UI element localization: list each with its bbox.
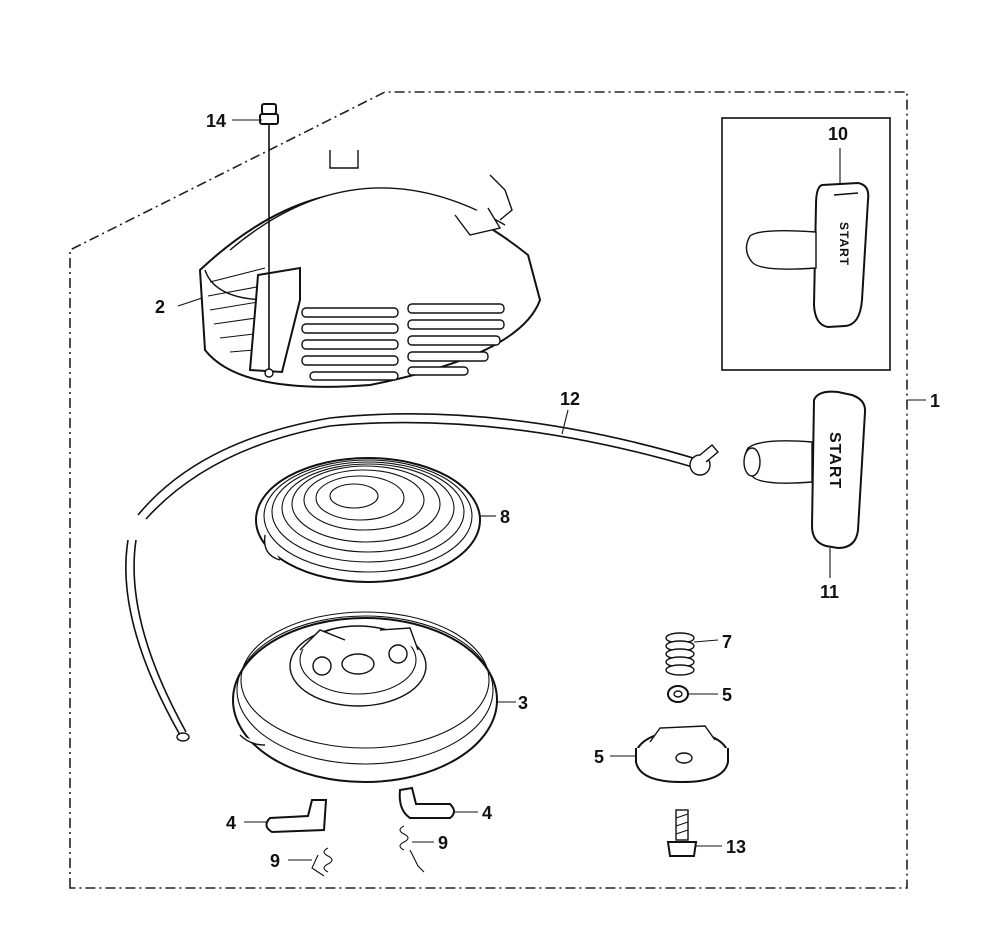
spring-part-7	[665, 632, 695, 676]
assembly-boundary	[69, 91, 908, 889]
recoil-pulley-part-3	[232, 611, 498, 783]
washer-part-5	[667, 685, 689, 703]
callout-11: 11	[820, 582, 839, 602]
callout-8: 8	[500, 507, 510, 527]
screw-part-13	[666, 809, 698, 857]
callout-4-left: 4	[226, 813, 236, 833]
callout-labels: 14 2 10 1 12 8 11 7 5 3 5 4 4 9 9 13	[155, 111, 940, 871]
inset-box	[721, 117, 891, 371]
callout-5-washer: 5	[722, 685, 732, 705]
pawl-spring-part-9-right	[399, 825, 425, 873]
cover-vents	[207, 267, 266, 353]
callout-9-left: 9	[270, 851, 280, 871]
callout-13: 13	[726, 837, 746, 857]
leader-lines	[177, 119, 926, 861]
bolt-part-14	[259, 103, 279, 378]
handle-main-text: START	[826, 432, 843, 489]
starter-rope-part-12	[125, 413, 719, 742]
start-handle-part-10: START	[745, 181, 870, 329]
recoil-housing-cover	[198, 150, 542, 388]
callout-9-right: 9	[438, 833, 448, 853]
callout-4-right: 4	[482, 803, 492, 823]
callout-3: 3	[518, 693, 528, 713]
recoil-spring-part-8	[255, 457, 481, 583]
pawl-spring-part-9-left	[311, 847, 333, 877]
callout-12: 12	[560, 389, 580, 409]
cover-vents-right	[301, 303, 505, 381]
callout-7: 7	[722, 632, 732, 652]
start-handle-part-11: START	[743, 390, 867, 550]
pawl-part-4-left	[265, 799, 328, 834]
callout-2: 2	[155, 297, 165, 317]
callout-5-ratchet: 5	[594, 747, 604, 767]
callout-14: 14	[206, 111, 226, 131]
callout-10: 10	[828, 124, 848, 144]
handle-inset-text: START	[837, 222, 851, 266]
callout-1: 1	[930, 391, 940, 411]
ratchet-part-5	[635, 725, 729, 784]
pawl-part-4-right	[398, 786, 455, 819]
